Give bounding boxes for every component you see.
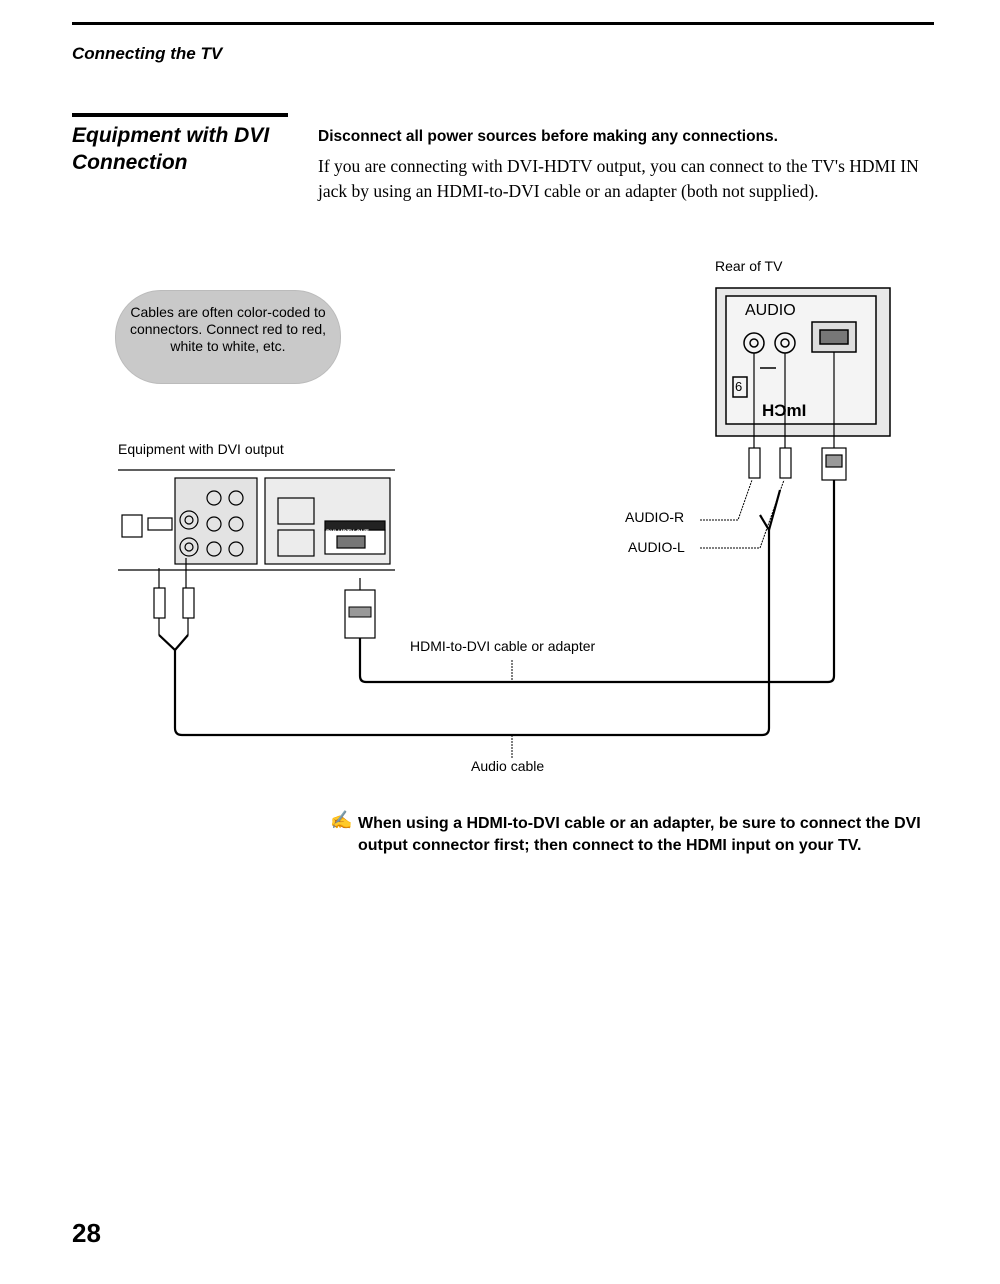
tv-rear-panel bbox=[715, 287, 891, 437]
rear-of-tv-label: Rear of TV bbox=[715, 258, 783, 274]
audio-cable-label: Audio cable bbox=[471, 758, 545, 774]
hdmi-label: HƆmI bbox=[762, 401, 807, 420]
dvi-cable-label: HDMI-to-DVI cable or adapter bbox=[410, 638, 596, 654]
section-title: Equipment with DVI Connection bbox=[72, 124, 270, 174]
page-number: 28 bbox=[72, 1218, 101, 1248]
note-text: When using a HDMI-to-DVI cable or an ada… bbox=[358, 815, 921, 854]
section-header: Connecting the TV bbox=[72, 44, 223, 63]
tv-side-plugs bbox=[748, 352, 847, 481]
panel-number: 6 bbox=[735, 379, 743, 394]
top-rule bbox=[72, 22, 934, 25]
dvi-hdmi-cable bbox=[344, 480, 836, 684]
equipment-label: Equipment with DVI output bbox=[118, 441, 284, 457]
dvi-out-label: DVI-HDTV OUT bbox=[326, 530, 369, 536]
pencil-note-icon: ✍ bbox=[330, 810, 353, 830]
audio-panel-label: AUDIO bbox=[745, 302, 796, 319]
rca-plugs-equipment bbox=[153, 587, 195, 635]
dvi-equipment bbox=[118, 469, 395, 590]
leader-lines bbox=[511, 479, 785, 758]
body-paragraph: If you are connecting with DVI-HDTV outp… bbox=[318, 156, 919, 201]
audio-r-label: AUDIO-R bbox=[625, 509, 685, 525]
title-rule bbox=[72, 113, 288, 117]
callout-text: Cables are often color-coded to connecto… bbox=[129, 304, 327, 354]
warning-text: Disconnect all power sources before maki… bbox=[318, 128, 778, 145]
callout-bubble: Cables are often color-coded to connecto… bbox=[115, 290, 341, 384]
audio-l-label: AUDIO-L bbox=[628, 539, 685, 555]
